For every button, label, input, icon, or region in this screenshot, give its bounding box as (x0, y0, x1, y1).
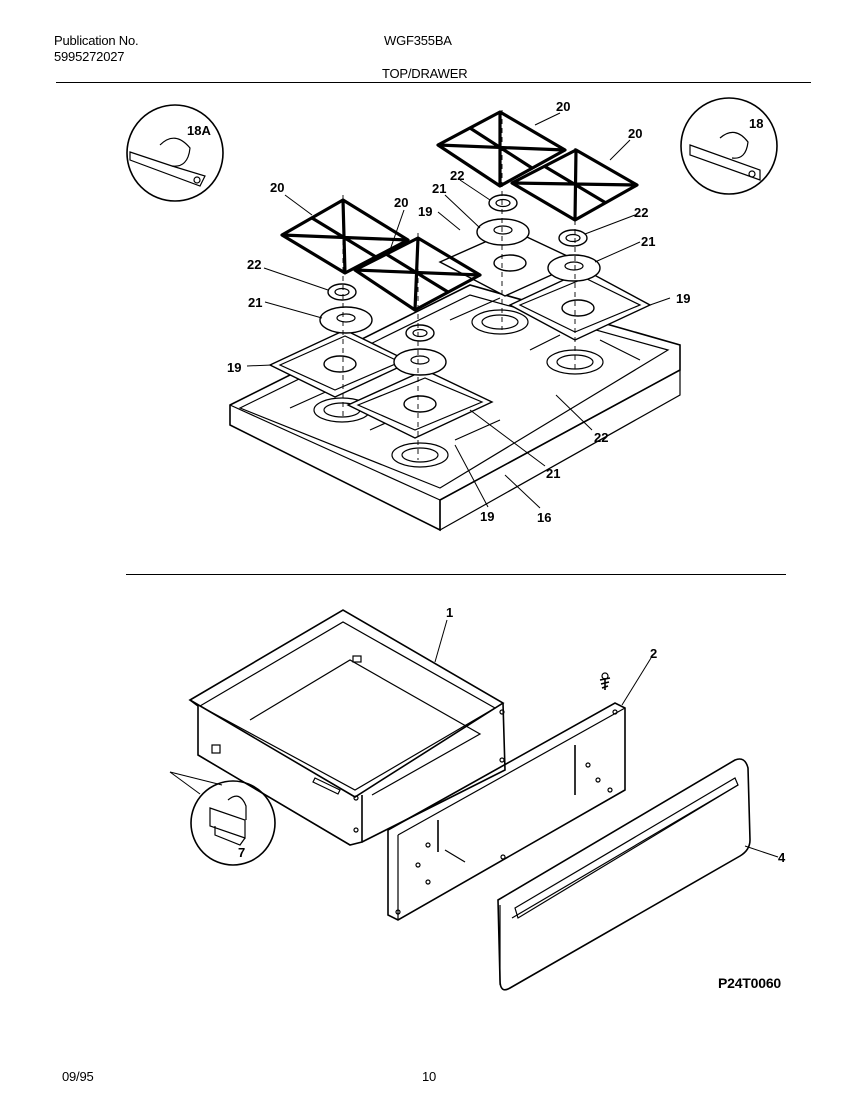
callout-4: 4 (778, 850, 786, 865)
burner-cap-front (405, 324, 435, 342)
burner-cap-rear (488, 194, 518, 212)
callout-19-front: 19 (480, 509, 494, 524)
callout-7: 7 (238, 845, 245, 860)
burner-head-right (547, 254, 601, 282)
callout-19-left: 19 (227, 360, 241, 375)
burner-cap-right (558, 229, 588, 247)
detail-circle-7 (169, 771, 276, 866)
burner-head-left (319, 306, 373, 334)
callout-22-left: 22 (247, 257, 261, 272)
grate-rear (436, 110, 567, 188)
grate-left (280, 198, 410, 275)
callout-19-top: 19 (418, 204, 432, 219)
drawer-outer-front (497, 758, 751, 991)
detail-circle-18a (126, 104, 224, 202)
leader-lines-bottom (434, 619, 779, 858)
header-rule (56, 82, 811, 83)
section-divider (126, 574, 786, 575)
callout-21-right: 21 (641, 234, 655, 249)
callout-22-top: 22 (450, 168, 464, 183)
publication-label: Publication No. (54, 33, 139, 48)
diagram-code: P24T0060 (718, 975, 782, 991)
callout-20-right: 20 (628, 126, 642, 141)
drawer-body (188, 609, 506, 846)
callout-21-left: 21 (248, 295, 262, 310)
burner-pan-front (346, 369, 494, 439)
burner-head-front (393, 348, 447, 376)
publication-number: 5995272027 (54, 49, 125, 64)
callout-22-front: 22 (594, 430, 608, 445)
leader-lines-top (246, 112, 671, 509)
detail-circle-18 (680, 97, 778, 195)
callout-18a: 18A (187, 123, 211, 138)
alignment-lines (342, 110, 576, 460)
callout-20-mid: 20 (394, 195, 408, 210)
callout-18: 18 (749, 116, 763, 131)
grate-right (510, 148, 639, 222)
callout-16: 16 (537, 510, 551, 525)
callout-21-top: 21 (432, 181, 446, 196)
grate-front (353, 236, 482, 312)
drawer-front-panel (387, 672, 626, 921)
section-title: TOP/DRAWER (382, 66, 468, 81)
page-number: 10 (422, 1069, 437, 1084)
callout-2: 2 (650, 646, 657, 661)
burner-head-rear (476, 218, 530, 246)
callout-20-left: 20 (270, 180, 284, 195)
burner-cap-left (327, 283, 357, 301)
callout-21-front: 21 (546, 466, 560, 481)
callout-20-rear: 20 (556, 99, 570, 114)
callout-19-right: 19 (676, 291, 690, 306)
callout-22-right: 22 (634, 205, 648, 220)
footer-date: 09/95 (62, 1069, 94, 1084)
callout-1: 1 (446, 605, 453, 620)
model-number: WGF355BA (384, 33, 452, 48)
burner-pan-left (268, 329, 412, 398)
